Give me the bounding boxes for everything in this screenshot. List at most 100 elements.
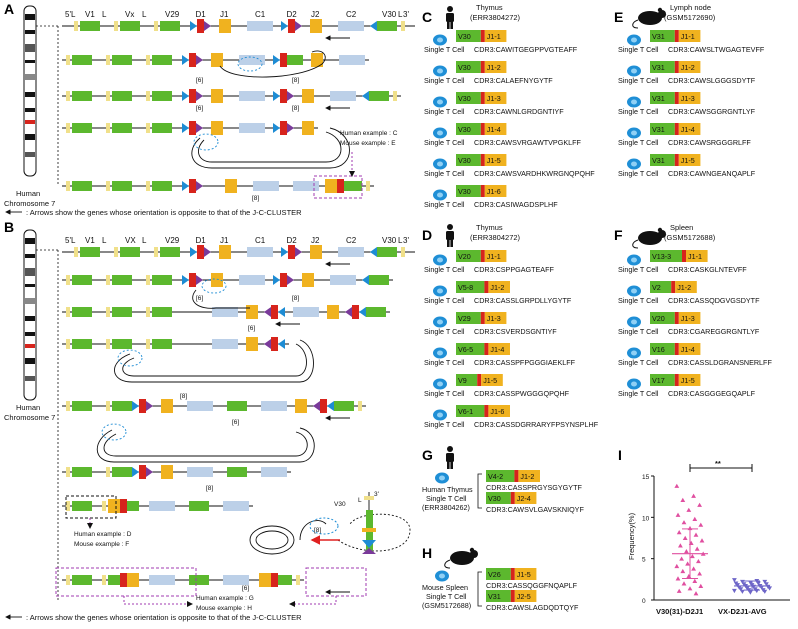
row-a5-seg-22-j-gene <box>325 179 337 193</box>
row-a2-seg-6-v-gene <box>112 55 132 65</box>
panel-e-row-2-v-gene <box>650 92 675 104</box>
panel-c-row-2-v-label: V30 <box>458 94 471 103</box>
row-a2-seg-10-v-gene <box>152 55 172 65</box>
panel-c-row-3-single-t: Single T Cell <box>424 138 465 147</box>
panel-c-row-1-v-label: V30 <box>458 63 471 72</box>
row-b2 <box>62 273 393 287</box>
chart-point-s0-11 <box>693 532 699 537</box>
row-a5-seg-16-j-gene <box>225 179 237 193</box>
row-b1-seg-9-leader <box>154 247 158 257</box>
panel-c-row-2-cell-nucleus <box>437 99 443 105</box>
row-a5-seg-13-d-gene <box>189 179 196 193</box>
panel-e-row-4-cdr3: CDR3:CAWNGEANQAPLF <box>668 169 756 178</box>
panel-c-row-4-d-gene <box>480 154 485 166</box>
row-a1-seg-13-rss-blue <box>190 21 197 31</box>
chart-point-s0-5 <box>675 512 681 517</box>
panel-e-row-4 <box>627 158 641 170</box>
panel-e-row-0 <box>627 34 641 46</box>
chromosome-label-chr7-b: Chromosome 7 <box>4 413 55 422</box>
panel-d-row-2-v-label: V29 <box>458 314 471 323</box>
dna-loop-b2 <box>114 339 314 383</box>
row-a4-seg-4-leader <box>106 123 110 133</box>
panel-c-row-3-j-label: J1-4 <box>487 125 501 134</box>
panel-e-row-2-d-gene <box>674 92 679 104</box>
row-b8-seg-14-c-gene <box>223 575 249 585</box>
row-b1-seg-4-label: L <box>102 236 107 245</box>
panel-c-row-1-j-gene <box>484 61 507 73</box>
example-human-b1: Human example : D <box>74 531 132 538</box>
mouse-icon-e <box>632 7 666 29</box>
chart-point-s0-10 <box>676 530 682 535</box>
panel-d-row-1-cdr3: CDR3:CASSLGRPDLLYGYTF <box>474 296 572 305</box>
row-b5-seg-26-leader <box>358 401 362 411</box>
panel-e-row-2-j-gene <box>678 92 701 104</box>
panel-c-row-0-v-gene <box>456 30 481 42</box>
row-b6-seg-9-rss-purple <box>146 467 153 477</box>
panel-d-row-1-v-gene <box>456 281 485 293</box>
row-b3-seg-16-rss-purple <box>264 307 271 317</box>
row-b1-seg-15-rss-purple <box>204 247 211 257</box>
row-b3-seg-27-v-gene <box>366 307 386 317</box>
chart-point-s0-12 <box>682 535 688 540</box>
panel-f-row-1 <box>627 285 641 297</box>
panel-c-row-5-v-label: V30 <box>458 187 471 196</box>
row-a4-seg-2-v-gene <box>72 123 92 133</box>
row-b8-seg-2-v-gene <box>72 575 92 585</box>
mouse-icon-f <box>632 227 666 249</box>
row-b5-seg-2-v-gene <box>72 401 92 411</box>
panel-label-g: G <box>422 447 433 463</box>
panel-d-row-4-cdr3: CDR3:CASSPWGGGQPQHF <box>474 389 570 398</box>
panel-c-row-2-v-gene <box>456 92 481 104</box>
row-b1-seg-19-c-gene <box>247 247 273 257</box>
panel-label-b: B <box>4 219 14 235</box>
row-b3-seg-14-j-gene <box>246 305 258 319</box>
bracket-a-8b: [8] <box>292 105 299 112</box>
panel-d-row-3-cdr3: CDR3:CASSPFPGGGIAEKLFF <box>474 358 576 367</box>
chart-point-s0-16 <box>694 546 700 551</box>
panel-f-row-4-v-gene <box>650 374 675 386</box>
panel-c-row-4 <box>433 158 447 170</box>
chart-point-s0-1 <box>691 493 696 498</box>
panel-f-row-4-v-label: V17 <box>652 376 665 385</box>
panel-f-row-1-v-gene <box>650 281 672 293</box>
panel-e-row-1-cdr3: CDR3:CAWSLGGGSDYTF <box>668 76 756 85</box>
panel-d-row-2-single-t: Single T Cell <box>424 327 465 336</box>
panel-h-cell-nucleus <box>439 573 445 579</box>
chart-significance-label: ** <box>715 459 721 468</box>
panel-h-label-2: (GSM5172688) <box>422 601 471 610</box>
chart-point-s0-19 <box>690 553 695 559</box>
panel-e-row-3-v-gene <box>650 123 675 135</box>
panel-h <box>435 570 449 582</box>
row-b5-seg-7-rss-blue <box>132 401 139 411</box>
panel-f-row-0-v-gene <box>650 250 682 262</box>
highlight-box-b1 <box>65 495 117 519</box>
row-a1-seg-30-v-gene <box>377 21 397 31</box>
row-b1-seg-8-label: L <box>142 236 147 245</box>
row-a3-seg-18-c-gene <box>239 91 265 101</box>
row-a4-seg-21-d-gene <box>280 121 287 135</box>
row-b2-seg-2-v-gene <box>72 275 92 285</box>
row-a5-seg-18-c-gene <box>253 181 279 191</box>
panel-f-row-1-cdr3: CDR3:CASSQDGVGSDYTF <box>668 296 760 305</box>
panel-c-row-3 <box>433 127 447 139</box>
panel-f-row-1-j-gene <box>675 281 697 293</box>
row-b2-seg-13-d-gene <box>189 273 196 287</box>
row-b6-seg-0-leader <box>66 467 70 477</box>
row-a3-seg-21-d-gene <box>280 89 287 103</box>
bracket-a-6b: [6] <box>196 105 203 112</box>
row-b5-seg-24-v-gene <box>334 401 354 411</box>
row-b2-seg-22-rss-purple <box>287 275 294 285</box>
chart-point-s0-34 <box>693 591 699 596</box>
panel-d-row-5 <box>433 409 447 421</box>
row-b3-seg-0-leader <box>66 307 70 317</box>
panel-e-row-4-d-gene <box>674 154 679 166</box>
row-a5-seg-0-leader <box>66 181 70 191</box>
row-a1-seg-8-label: L <box>142 10 147 19</box>
row-b5-seg-17-c-gene <box>261 401 287 411</box>
row-a1-seg-9-leader <box>154 21 158 31</box>
row-a1-seg-21-rss-blue <box>281 21 288 31</box>
